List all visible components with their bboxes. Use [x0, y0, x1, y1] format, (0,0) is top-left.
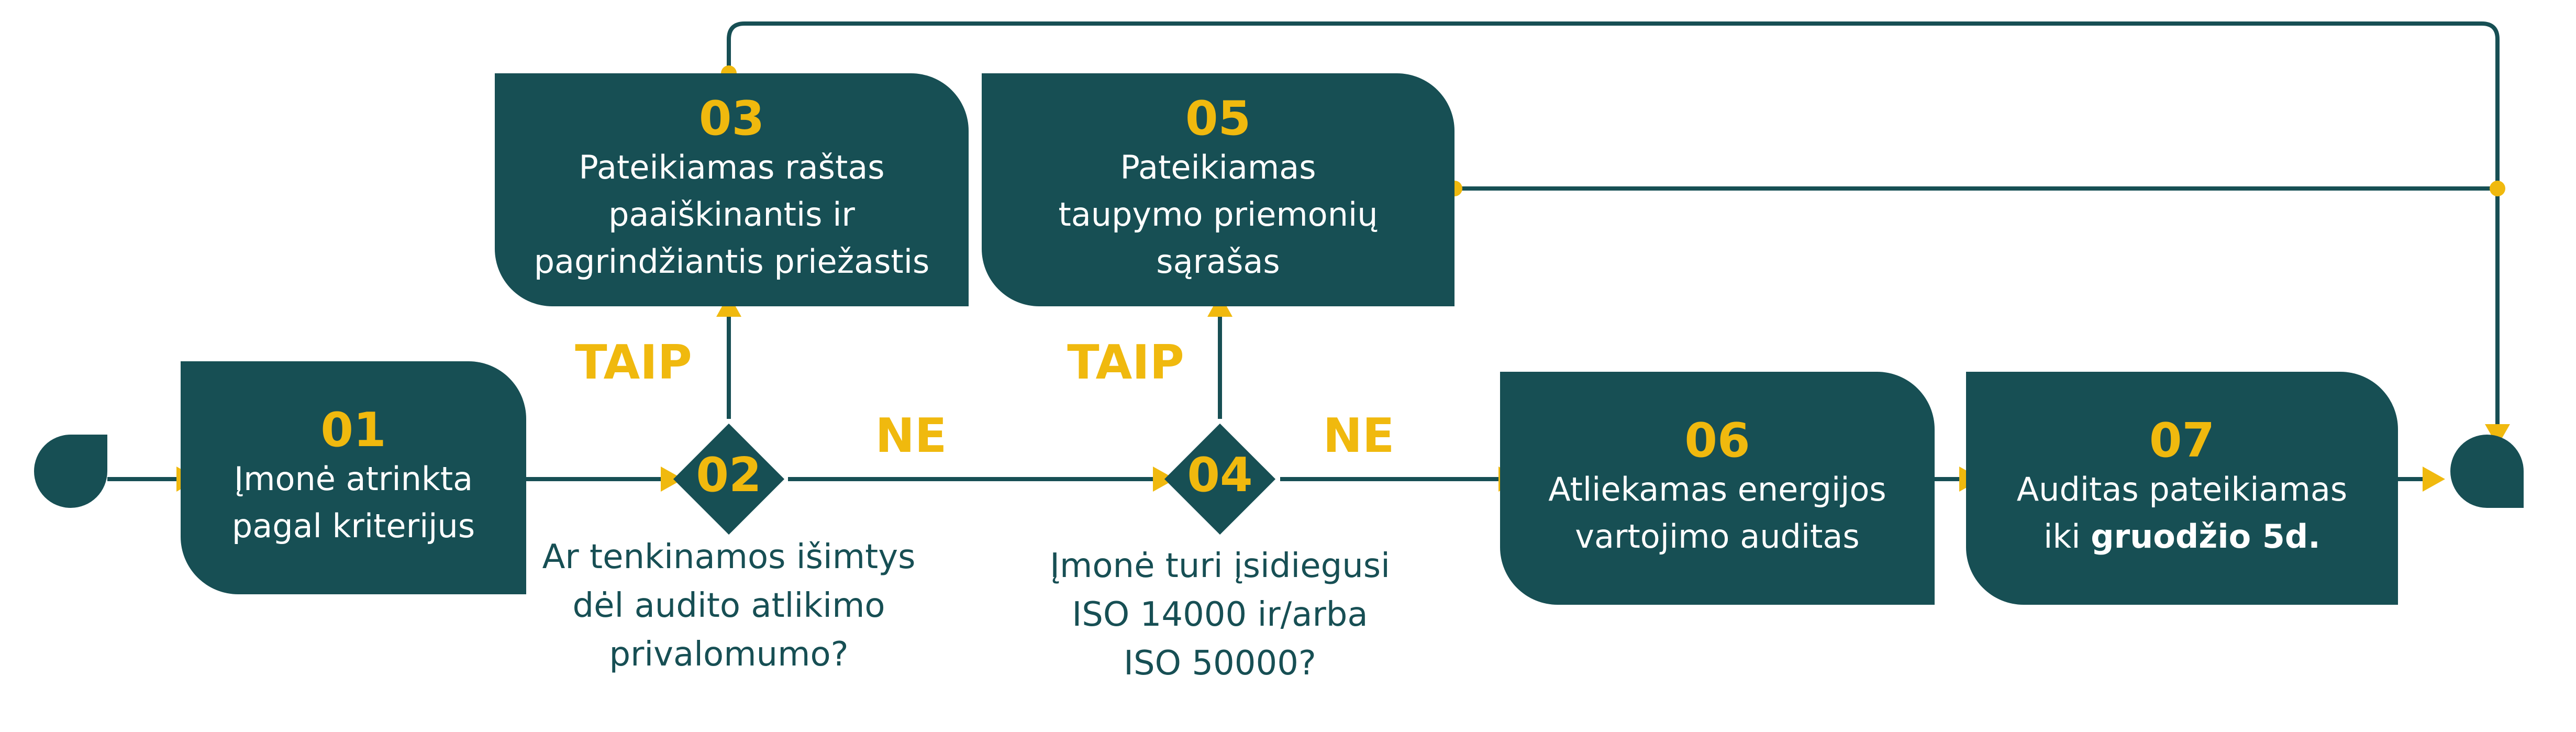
- start-terminal: [34, 435, 107, 508]
- end-terminal: [2450, 435, 2524, 508]
- step-06-number: 06: [1684, 413, 1750, 469]
- arrow-to-04: [1153, 467, 1175, 492]
- decision-02-number: 02: [696, 448, 762, 503]
- step-05-line-3: sąrašas: [1156, 242, 1280, 281]
- step-03-line-1: Pateikiamas raštas: [579, 148, 885, 186]
- label-no-04: NE: [1323, 408, 1395, 463]
- step-05-box: 05 Pateikiamas taupymo priemonių sąrašas: [982, 73, 1454, 306]
- step-05-text: Pateikiamas taupymo priemonių sąrašas: [1058, 144, 1378, 285]
- label-yes-02: TAIP: [575, 335, 692, 390]
- step-06-line-1: Atliekamas energijos: [1548, 470, 1886, 508]
- decision-02-line-3: privalomumo?: [609, 635, 849, 674]
- step-07-deadline: gruodžio 5d.: [2091, 517, 2320, 556]
- step-01-text: Įmonė atrinkta pagal kriterijus: [232, 456, 475, 550]
- arrow-to-end: [2423, 467, 2445, 492]
- connector-03-end: [727, 21, 2500, 430]
- decision-02-line-2: dėl audito atlikimo: [572, 586, 885, 625]
- step-07-line-2: iki gruodžio 5d.: [2017, 513, 2347, 560]
- step-07-prefix: iki: [2044, 517, 2091, 556]
- step-03-line-2: paaiškinantis ir: [608, 195, 855, 234]
- step-03-text: Pateikiamas raštas paaiškinantis ir pagr…: [534, 144, 930, 285]
- step-07-box: 07 Auditas pateikiamas iki gruodžio 5d.: [1966, 372, 2398, 605]
- step-06-line-2: vartojimo auditas: [1575, 517, 1860, 556]
- step-05-line-2: taupymo priemonių: [1058, 195, 1378, 234]
- label-no-02: NE: [875, 408, 947, 463]
- label-yes-04: TAIP: [1067, 335, 1184, 390]
- step-05-number: 05: [1185, 91, 1251, 147]
- step-03-box: 03 Pateikiamas raštas paaiškinantis ir p…: [495, 73, 969, 306]
- decision-04-question: Įmonė turi įsidiegusi ISO 14000 ir/arba …: [984, 542, 1456, 687]
- step-01-line-2: pagal kriterijus: [231, 506, 475, 545]
- step-06-text: Atliekamas energijos vartojimo auditas: [1548, 466, 1886, 560]
- step-01-line-1: Įmonė atrinkta: [234, 459, 473, 498]
- step-01-number: 01: [320, 403, 386, 458]
- step-05-line-1: Pateikiamas: [1120, 148, 1316, 186]
- decision-04-line-2: ISO 14000 ir/arba: [1072, 595, 1368, 634]
- step-01-box: 01 Įmonė atrinkta pagal kriterijus: [181, 361, 526, 594]
- decision-04-line-1: Įmonė turi įsidiegusi: [1050, 547, 1390, 585]
- arrow-to-02: [661, 467, 683, 492]
- decision-02-line-1: Ar tenkinamos išimtys: [542, 538, 916, 576]
- step-03-line-3: pagrindžiantis priežastis: [534, 242, 930, 281]
- step-07-line-1: Auditas pateikiamas: [2016, 470, 2348, 508]
- step-07-number: 07: [2149, 413, 2215, 469]
- step-06-box: 06 Atliekamas energijos vartojimo audita…: [1500, 372, 1935, 605]
- step-03-number: 03: [698, 91, 765, 147]
- step-07-text: Auditas pateikiamas iki gruodžio 5d.: [2017, 466, 2347, 560]
- decision-02-question: Ar tenkinamos išimtys dėl audito atlikim…: [493, 533, 964, 679]
- decision-04-number: 04: [1187, 448, 1253, 503]
- junction-dot-merge: [2490, 181, 2505, 196]
- arrow-down-to-end: [2485, 424, 2510, 446]
- decision-04-line-3: ISO 50000?: [1124, 644, 1316, 683]
